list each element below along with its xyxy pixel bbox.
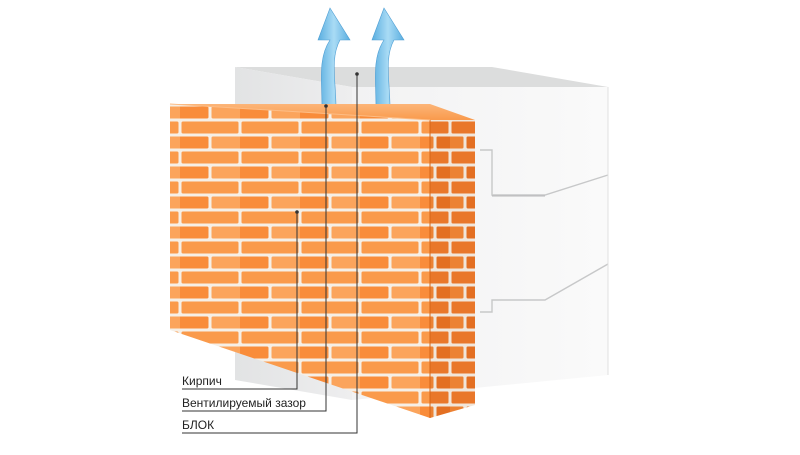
leader-dot-gap	[324, 104, 328, 108]
leader-line-gap	[182, 106, 327, 412]
block-joint-upper	[480, 149, 609, 196]
brick-side-face	[430, 120, 475, 418]
label-ventilated-gap: Вентилируемый зазор	[182, 396, 306, 410]
brick-wall	[169, 103, 475, 418]
leader-lines	[182, 72, 359, 434]
leader-line-block	[182, 74, 358, 434]
airflow-arrow-right	[371, 7, 405, 109]
leader-line-brick	[182, 212, 298, 390]
block-joint-lower	[480, 263, 609, 313]
airflow-arrows	[317, 7, 405, 109]
label-brick: Кирпич	[182, 374, 222, 388]
brick-front-face	[170, 104, 430, 418]
airflow-arrow-left	[317, 7, 351, 109]
label-block: БЛОК	[182, 418, 215, 432]
brick-edge-top	[169, 103, 431, 121]
leader-dot-brick	[295, 210, 299, 214]
leader-dot-block	[355, 72, 359, 76]
